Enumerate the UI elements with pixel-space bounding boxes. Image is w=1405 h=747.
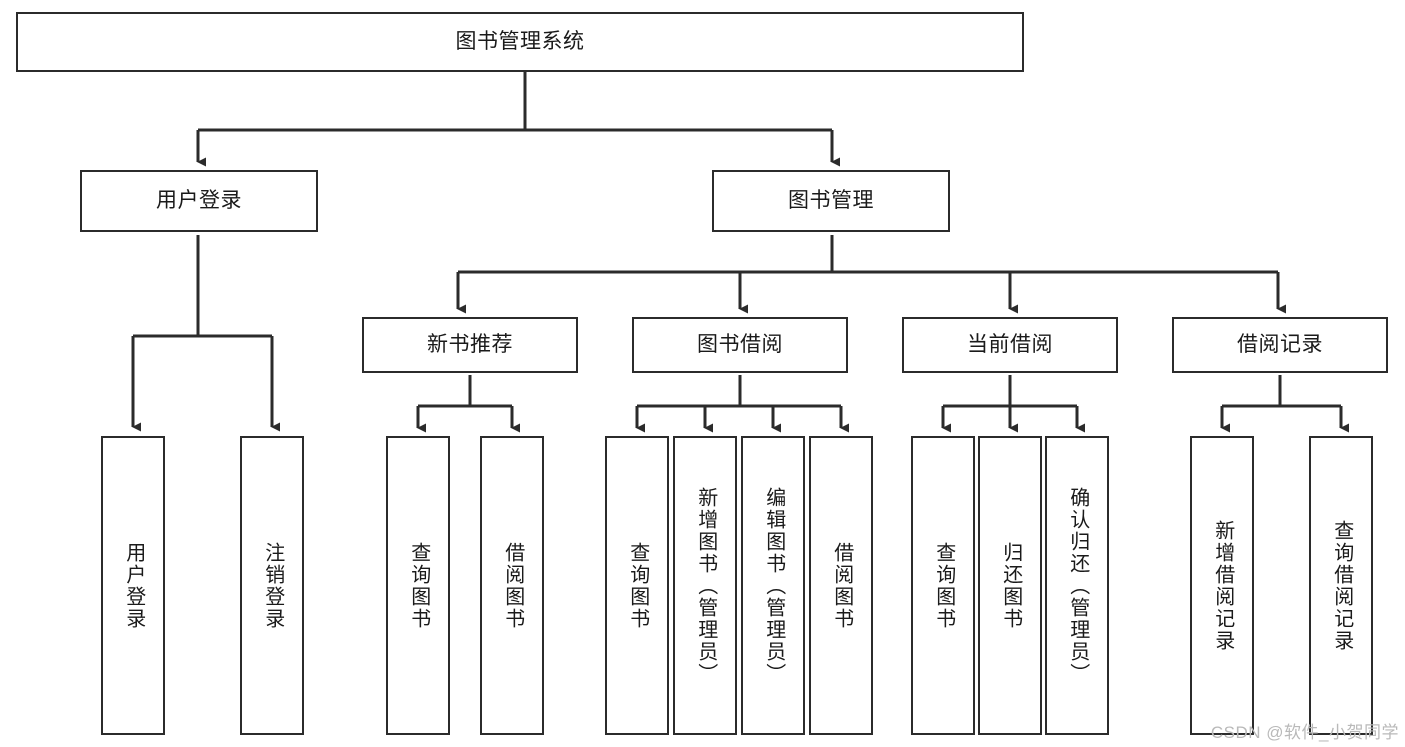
node-label: 查询图书 xyxy=(626,541,649,630)
node-label: 新书推荐 xyxy=(427,333,513,357)
leaf-add-borrow-record[interactable]: 新增借阅记录 xyxy=(1190,436,1254,735)
node-label: 注销登录 xyxy=(261,541,284,630)
leaf-query-book-borrow[interactable]: 查询图书 xyxy=(605,436,669,735)
node-label: 借阅图书 xyxy=(830,541,853,630)
node-label: 编辑图书（管理员） xyxy=(762,486,785,685)
leaf-user-login[interactable]: 用户登录 xyxy=(101,436,165,735)
node-root-system[interactable]: 图书管理系统 xyxy=(16,12,1024,72)
leaf-query-borrow-record[interactable]: 查询借阅记录 xyxy=(1309,436,1373,735)
node-book-manage[interactable]: 图书管理 xyxy=(712,170,950,232)
node-label: 确认归还（管理员） xyxy=(1066,486,1089,685)
node-label: 图书借阅 xyxy=(697,333,783,357)
leaf-add-book[interactable]: 新增图书（管理员） xyxy=(673,436,737,735)
node-label: 新增图书（管理员） xyxy=(694,486,717,685)
node-book-borrow[interactable]: 图书借阅 xyxy=(632,317,848,373)
node-label: 新增借阅记录 xyxy=(1211,519,1234,652)
node-label: 归还图书 xyxy=(999,541,1022,630)
leaf-edit-book[interactable]: 编辑图书（管理员） xyxy=(741,436,805,735)
node-label: 用户登录 xyxy=(122,541,145,630)
leaf-user-logout[interactable]: 注销登录 xyxy=(240,436,304,735)
node-label: 图书管理 xyxy=(788,189,874,213)
leaf-borrow-book[interactable]: 借阅图书 xyxy=(809,436,873,735)
node-user-login[interactable]: 用户登录 xyxy=(80,170,318,232)
leaf-return-book[interactable]: 归还图书 xyxy=(978,436,1042,735)
leaf-query-book-recommend[interactable]: 查询图书 xyxy=(386,436,450,735)
node-borrow-record[interactable]: 借阅记录 xyxy=(1172,317,1388,373)
node-new-book-recommend[interactable]: 新书推荐 xyxy=(362,317,578,373)
node-label: 查询图书 xyxy=(407,541,430,630)
node-label: 查询借阅记录 xyxy=(1330,519,1353,652)
node-label: 借阅记录 xyxy=(1237,333,1323,357)
leaf-borrow-book-recommend[interactable]: 借阅图书 xyxy=(480,436,544,735)
node-current-borrow[interactable]: 当前借阅 xyxy=(902,317,1118,373)
node-label: 借阅图书 xyxy=(501,541,524,630)
node-label: 图书管理系统 xyxy=(455,30,585,54)
node-label: 用户登录 xyxy=(156,189,242,213)
node-label: 当前借阅 xyxy=(967,333,1053,357)
leaf-query-book-current[interactable]: 查询图书 xyxy=(911,436,975,735)
node-label: 查询图书 xyxy=(932,541,955,630)
leaf-confirm-return[interactable]: 确认归还（管理员） xyxy=(1045,436,1109,735)
